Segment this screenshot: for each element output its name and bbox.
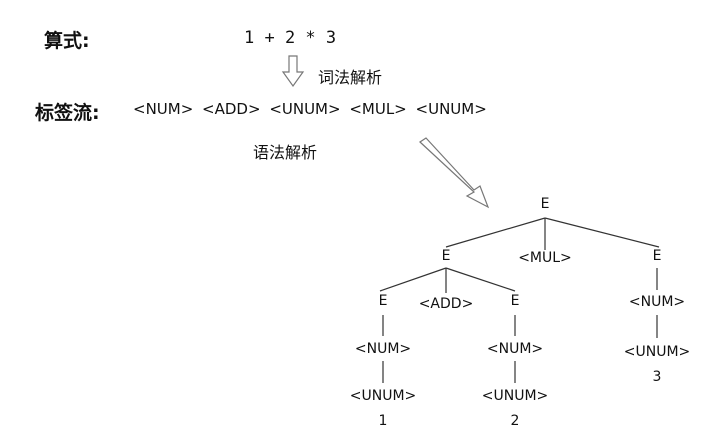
tree-node-left-e: E (441, 248, 451, 264)
tree-node-right-value: 3 (652, 369, 662, 385)
tree-node-right-unum: <UNUM> (623, 344, 691, 360)
syntax-arrow-icon (419, 137, 490, 209)
lexical-arrow-icon (281, 55, 305, 88)
tree-node-right-num: <NUM> (628, 294, 686, 310)
expression-label: 算式: (44, 30, 90, 52)
tree-edges (379, 217, 660, 383)
token-stream: <NUM> <ADD> <UNUM> <MUL> <UNUM> (133, 100, 487, 118)
tree-node-ll-unum: <UNUM> (349, 388, 417, 404)
tree-node-lr-num: <NUM> (486, 341, 544, 357)
lexical-step-label: 词法解析 (318, 68, 383, 87)
tree-node-add: <ADD> (418, 296, 474, 312)
tree-node-ll-num: <NUM> (354, 341, 412, 357)
tree-node-mul: <MUL> (518, 250, 572, 266)
tree-node-ll-value: 1 (378, 413, 388, 429)
tree-node-lr-e: E (510, 293, 520, 309)
tree-node-root-e: E (540, 196, 550, 212)
tree-node-ll-e: E (378, 293, 388, 309)
tree-node-lr-value: 2 (510, 413, 520, 429)
tokens-label: 标签流: (35, 102, 100, 124)
expression-text: 1 + 2 * 3 (244, 28, 337, 48)
tree-node-lr-unum: <UNUM> (481, 388, 549, 404)
tree-node-right-e: E (652, 248, 662, 264)
syntax-step-label: 语法解析 (253, 143, 318, 162)
